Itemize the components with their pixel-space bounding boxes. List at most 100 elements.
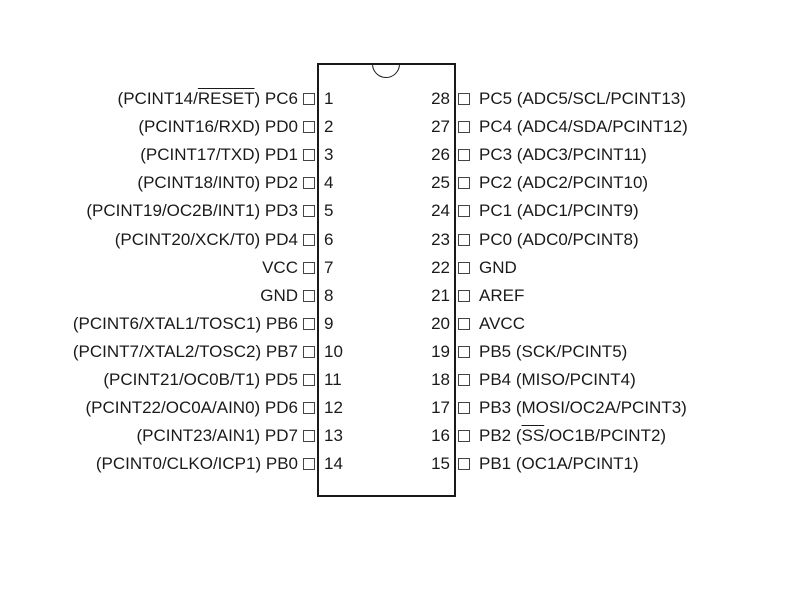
pin-number: 12 (324, 398, 343, 418)
pin-number: 28 (431, 89, 450, 108)
left-pin-row-14: (PCINT0/CLKO/ICP1) PB0 14 (0, 454, 795, 474)
pin-number: 18 (431, 370, 450, 389)
pin-number: 4 (324, 173, 334, 193)
left-pin-row-7: VCC 7 (0, 258, 795, 278)
pin-number: 16 (431, 426, 450, 446)
pin-label: PB1 (OC1A/PCINT1) (479, 454, 639, 474)
pin-pad-icon (303, 261, 315, 274)
pin-pad-icon (458, 458, 470, 471)
pin-pad-icon (458, 205, 470, 218)
pin-pad-icon (303, 121, 315, 134)
right-pin-row-24: 24 PC1 (ADC1/PCINT9) (0, 201, 795, 221)
pin-pad-icon (458, 345, 470, 358)
left-pin-row-10: (PCINT7/XTAL2/TOSC2) PB7 10 (0, 342, 795, 362)
pin-number: 10 (324, 341, 343, 361)
pin-pad-icon (458, 149, 470, 162)
pin-label: PC0 (ADC0/PCINT8) (479, 229, 639, 249)
pin-label: AREF (479, 285, 525, 305)
left-pin-row-13: (PCINT23/AIN1) PD7 13 (0, 426, 795, 446)
pin-pad-icon (458, 93, 470, 105)
left-pin-row-12: (PCINT22/OC0A/AIN0) PD6 12 (0, 398, 795, 418)
pin-number: 7 (324, 257, 334, 277)
pin-pad-icon (303, 402, 315, 415)
right-pin-row-25: 25 PC2 (ADC2/PCINT10) (0, 173, 795, 193)
pin-label: AVCC (479, 313, 525, 333)
pin-label: PC2 (ADC2/PCINT10) (479, 173, 649, 193)
pin-label: PC3 (ADC3/PCINT11) (479, 145, 647, 165)
right-pin-row-26: 26 PC3 (ADC3/PCINT11) (0, 145, 795, 165)
pin-pad-icon (458, 121, 470, 134)
pin-pad-icon (303, 289, 315, 302)
pin-pad-icon (303, 205, 315, 218)
pin-label: (PCINT18/INT0) PD2 (137, 173, 298, 193)
pin-pad-icon (458, 261, 470, 274)
pin-pad-icon (303, 374, 315, 386)
pin-label: GND (479, 257, 517, 277)
pin-label: (PCINT0/CLKO/ICP1) PB0 (95, 454, 298, 474)
pin-label: (PCINT7/XTAL2/TOSC2) PB7 (72, 341, 298, 361)
pin-number: 8 (324, 285, 334, 305)
pin-pad-icon (303, 345, 315, 358)
pin-number: 11 (324, 370, 342, 389)
pin-label: (PCINT19/OC2B/INT1) PD3 (86, 201, 298, 221)
left-pin-row-3: (PCINT17/TXD) PD1 3 (0, 145, 795, 165)
left-pin-row-11: (PCINT21/OC0B/T1) PD5 11 (0, 370, 795, 390)
pin-label: VCC (262, 257, 298, 277)
pin-pad-icon (458, 374, 470, 386)
pin-number: 15 (431, 454, 450, 474)
pin-number: 13 (324, 426, 343, 446)
pin-number: 26 (431, 145, 450, 165)
pin-label: (PCINT17/TXD) PD1 (140, 145, 298, 165)
right-pin-row-19: 19 PB5 (SCK/PCINT5) (0, 342, 795, 362)
pin-label: PC4 (ADC4/SDA/PCINT12) (479, 117, 688, 137)
pin-number: 25 (431, 173, 450, 193)
right-pin-row-16: 16 PB2 (SS/OC1B/PCINT2) (0, 426, 795, 446)
pin-number: 2 (324, 117, 334, 137)
left-pin-row-4: (PCINT18/INT0) PD2 4 (0, 173, 795, 193)
pin-number: 19 (431, 341, 450, 361)
pin-pad-icon (303, 317, 315, 330)
right-pin-row-23: 23 PC0 (ADC0/PCINT8) (0, 230, 795, 250)
pin1-notch (372, 63, 400, 78)
pin-pad-icon (458, 177, 470, 190)
left-pin-row-5: (PCINT19/OC2B/INT1) PD3 5 (0, 201, 795, 221)
left-pin-row-6: (PCINT20/XCK/T0) PD4 6 (0, 230, 795, 250)
pin-number: 23 (431, 229, 450, 249)
pin-pad-icon (303, 93, 315, 105)
pin-number: 27 (431, 117, 450, 137)
left-pin-row-2: (PCINT16/RXD) PD0 2 (0, 117, 795, 137)
ic-package-body (317, 63, 456, 497)
pin-pad-icon (303, 177, 315, 190)
right-pin-row-27: 27 PC4 (ADC4/SDA/PCINT12) (0, 117, 795, 137)
pin-pad-icon (303, 430, 315, 443)
pin-label: PB3 (MOSI/OC2A/PCINT3) (479, 398, 687, 418)
pin-number: 3 (324, 145, 334, 165)
pin-number: 22 (431, 257, 450, 277)
pin-label: (PCINT20/XCK/T0) PD4 (114, 229, 298, 249)
pin-label: PB2 (SS/OC1B/PCINT2) (479, 426, 667, 446)
right-pin-row-28: 28 PC5 (ADC5/SCL/PCINT13) (0, 89, 795, 109)
pin-pad-icon (458, 289, 470, 302)
pin-label: (PCINT14/RESET) PC6 (117, 89, 298, 108)
right-pin-row-21: 21 AREF (0, 286, 795, 306)
pin-pad-icon (458, 317, 470, 330)
pin-label: PC5 (ADC5/SCL/PCINT13) (479, 89, 686, 108)
pin-label: PB5 (SCK/PCINT5) (479, 341, 628, 361)
pin-pad-icon (303, 149, 315, 162)
pin-number: 14 (324, 454, 343, 474)
pin-number: 21 (431, 285, 450, 305)
pin-pad-icon (458, 430, 470, 443)
right-pin-row-22: 22 GND (0, 258, 795, 278)
pin-number: 6 (324, 229, 334, 249)
pin-number: 17 (431, 398, 450, 418)
right-pin-row-17: 17 PB3 (MOSI/OC2A/PCINT3) (0, 398, 795, 418)
pin-number: 24 (431, 201, 450, 221)
pin-label: (PCINT21/OC0B/T1) PD5 (103, 370, 298, 389)
pin-label: GND (260, 285, 298, 305)
left-pin-row-9: (PCINT6/XTAL1/TOSC1) PB6 9 (0, 314, 795, 334)
pin-number: 9 (324, 313, 334, 333)
pin-label: PB4 (MISO/PCINT4) (479, 370, 636, 389)
pin-number: 5 (324, 201, 334, 221)
left-pin-row-1: (PCINT14/RESET) PC6 1 (0, 89, 795, 109)
pin-number: 20 (431, 313, 450, 333)
